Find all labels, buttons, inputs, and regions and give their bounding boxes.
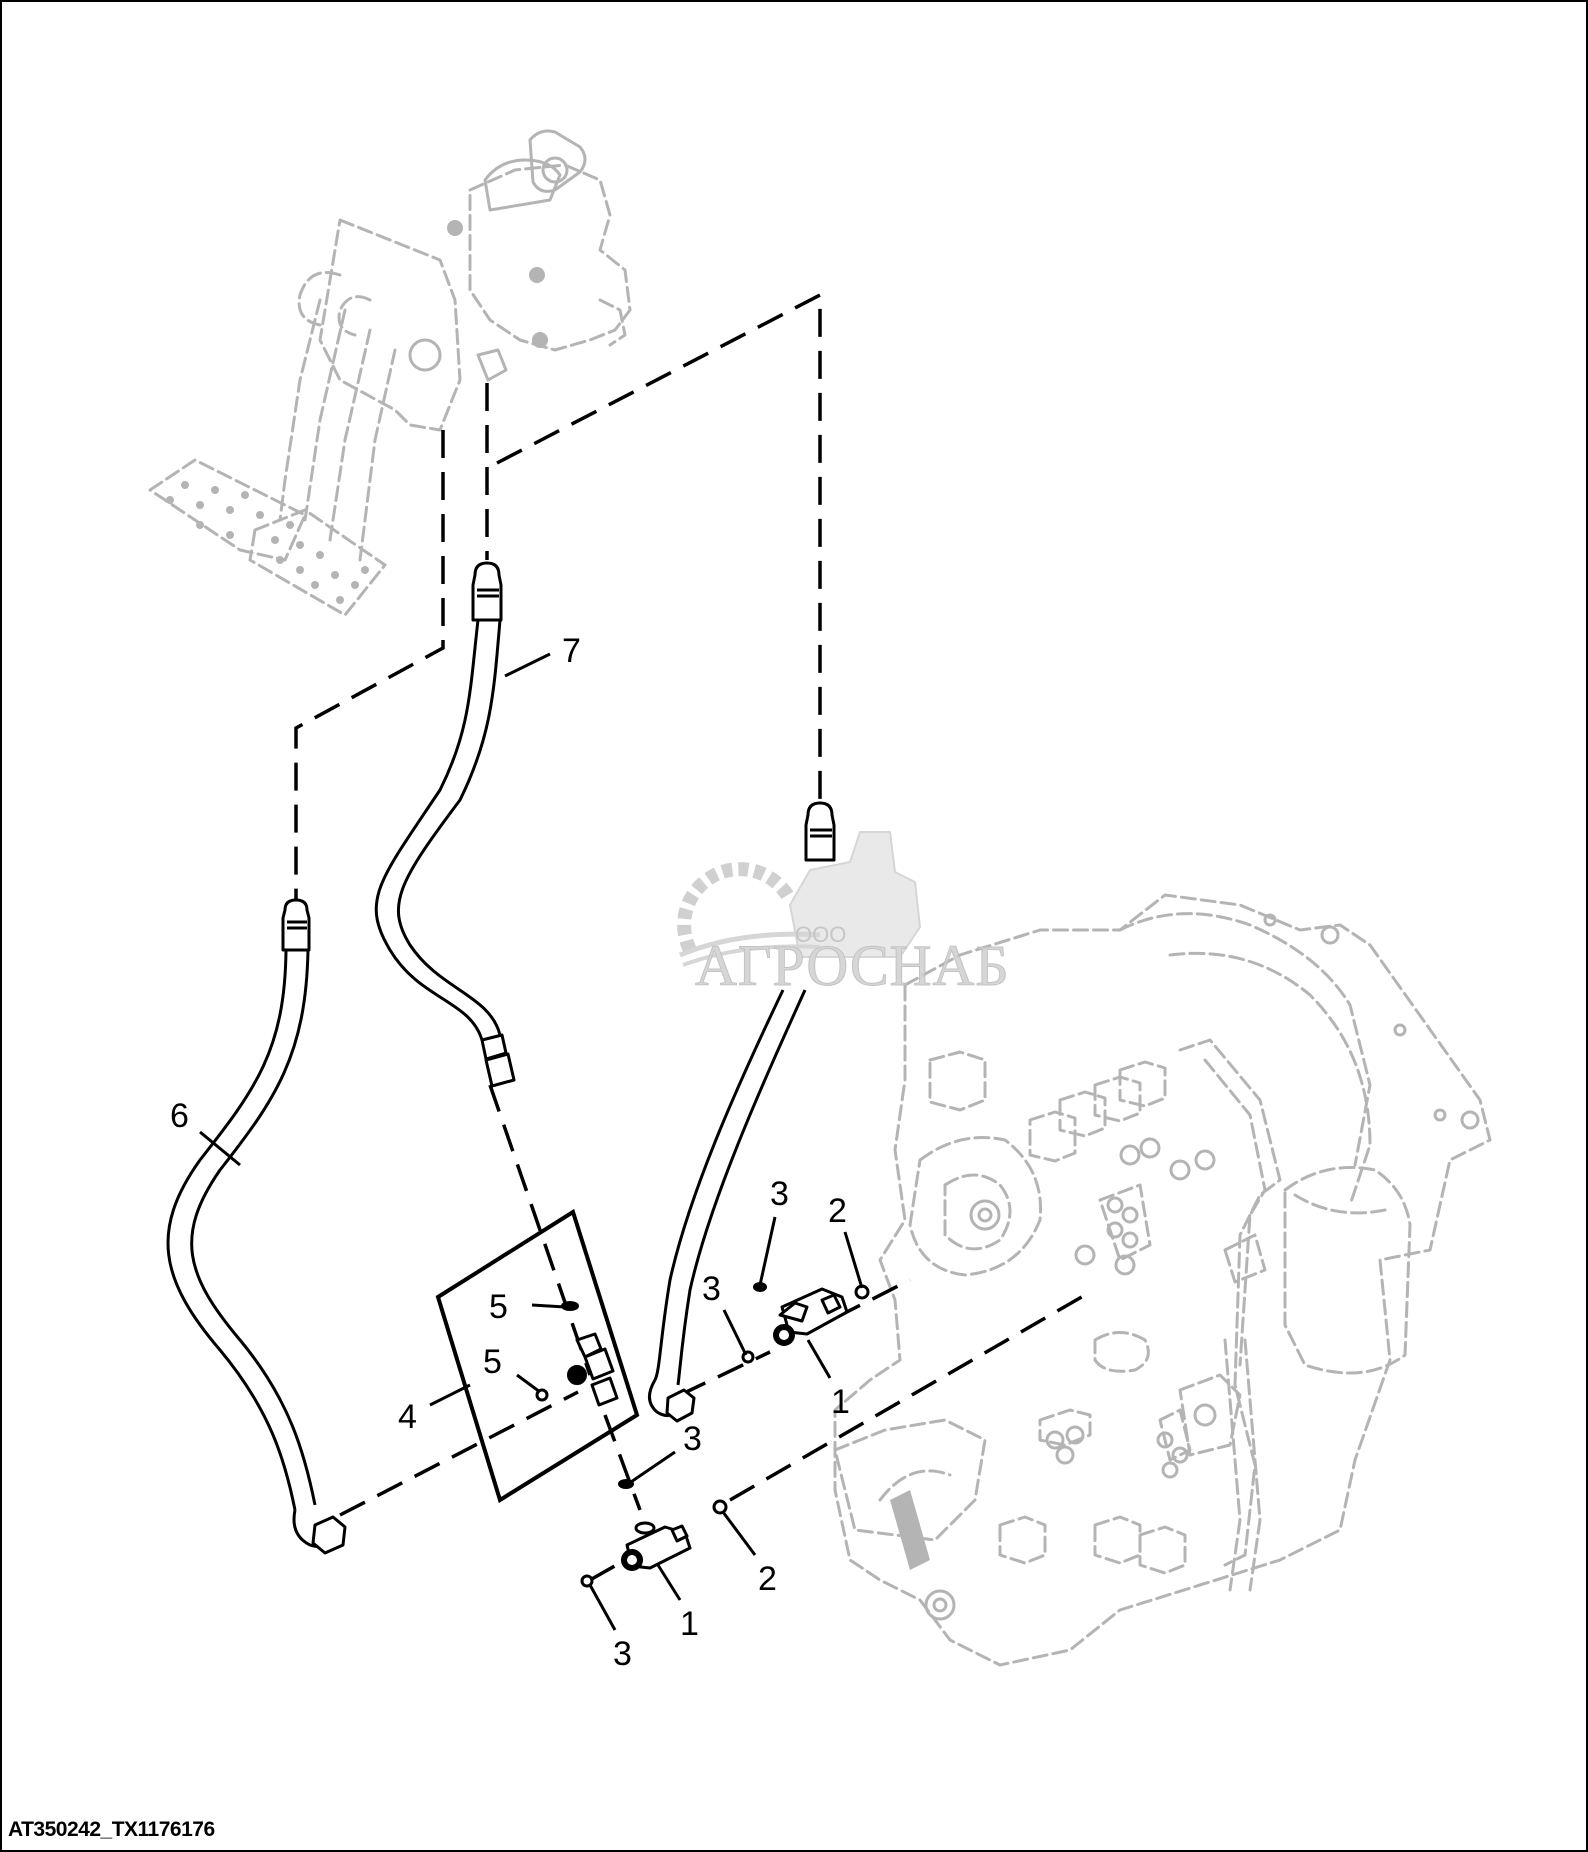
o-ring-3-bottom (580, 1574, 594, 1588)
tee-fitting-port (567, 1365, 587, 1385)
watermark-harvester-icon (788, 831, 922, 958)
agrosnab-watermark: ООО АГРОСНАБ (677, 831, 1010, 999)
hose-6 (166, 898, 347, 1555)
brake-pedal-valve-assembly (148, 129, 632, 617)
lower-fitting-group (580, 1479, 728, 1588)
callout-4: 4 (398, 1398, 417, 1436)
washer-2-lower (712, 1499, 728, 1515)
connection-line-hose7-to-tee (488, 1084, 592, 1376)
callout-labels: 7 6 5 5 4 3 3 2 1 3 2 1 3 (170, 632, 850, 1673)
callout-1-lower: 1 (680, 1605, 699, 1643)
callout-2-upper: 2 (828, 1192, 847, 1230)
connection-line-valve-to-right (496, 292, 822, 800)
transmission-housing (833, 893, 1492, 1667)
figure-id-caption: AT350242_TX1176176 (8, 1818, 215, 1841)
connection-line-lower-right (729, 1293, 1086, 1502)
callout-3-mid: 3 (683, 1420, 702, 1458)
hose-6-top-fitting (281, 898, 311, 952)
tee-fitting-box (435, 1208, 640, 1504)
callout-leaders (199, 652, 864, 1631)
watermark-name: АГРОСНАБ (695, 933, 1010, 998)
callout-1-upper: 1 (831, 1383, 850, 1421)
connection-line-hose6-to-tee (339, 1390, 579, 1517)
watermark-gear-icon (677, 862, 797, 954)
callout-5-upper: 5 (489, 1288, 508, 1326)
callout-3-left: 3 (702, 1270, 721, 1308)
upper-right-fitting-group (741, 1282, 870, 1364)
callout-6: 6 (170, 1097, 189, 1135)
connection-line-upper-right (679, 1350, 771, 1397)
hose-right (648, 801, 836, 1423)
hose-6-nut (311, 1515, 347, 1555)
connection-lines (294, 292, 1086, 1582)
callout-7: 7 (562, 632, 581, 670)
connection-line-pedal-to-hose6 (294, 430, 445, 900)
callout-5-lower: 5 (483, 1343, 502, 1381)
callout-3-bottom: 3 (613, 1635, 632, 1673)
connection-line-lower-left (589, 1561, 621, 1582)
watermark-prefix: ООО (795, 922, 846, 947)
hose-7 (374, 561, 516, 1088)
pedal-tread-dots (166, 481, 369, 604)
callout-2-lower: 2 (758, 1560, 777, 1598)
callout-3-top: 3 (770, 1175, 789, 1213)
